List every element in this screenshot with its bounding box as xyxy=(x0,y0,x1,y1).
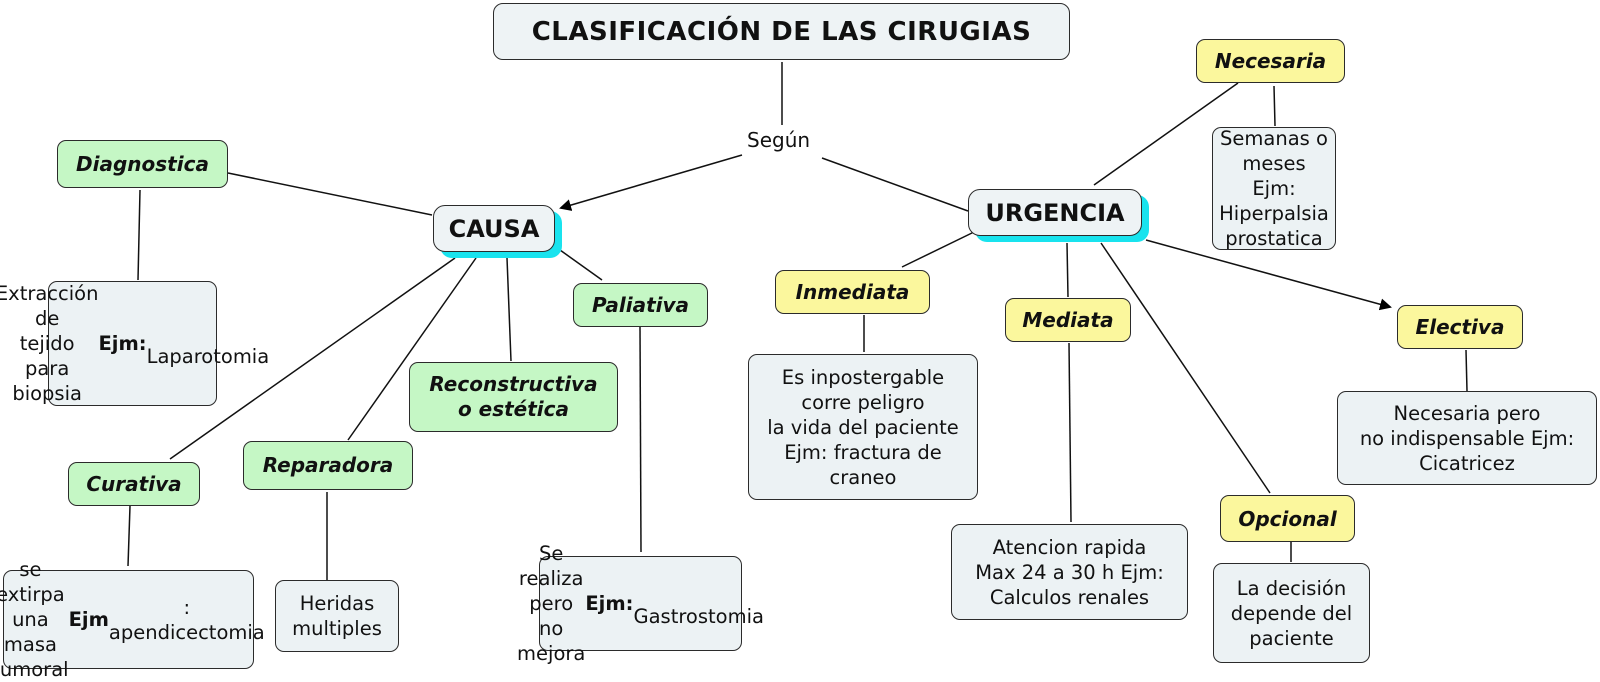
paliativa-desc: Se realiza pero no mejora Ejm: Gastrosto… xyxy=(517,542,764,665)
root-title: CLASIFICACIÓN DE LAS CIRUGIAS xyxy=(493,3,1070,60)
inmediata-desc: Es inpostergable corre peligro la vida d… xyxy=(748,354,978,500)
curativa-desc-example: : apendicectomia xyxy=(108,595,265,644)
opcional-node: Opcional xyxy=(1220,495,1355,542)
link-label-segun: Según xyxy=(743,128,815,152)
reparadora-desc: Heridas multiples xyxy=(275,580,399,652)
electiva-node: Electiva xyxy=(1397,305,1523,349)
diagnostica-desc: Extracción de tejido para biopsia Ejm: L… xyxy=(0,281,269,406)
necesaria-node: Necesaria xyxy=(1196,39,1345,83)
curativa-desc-text: se extirpa una masa tumoral xyxy=(0,558,69,681)
urgencia-node: URGENCIA xyxy=(968,189,1142,236)
causa-node: CAUSA xyxy=(433,205,555,252)
inmediata-node: Inmediata xyxy=(775,270,930,314)
diagnostica-node: Diagnostica xyxy=(57,140,228,188)
diagnostica-desc-ejm: Ejm: xyxy=(98,332,147,355)
mediata-desc: Atencion rapida Max 24 a 30 h Ejm: Calcu… xyxy=(951,524,1188,620)
electiva-desc: Necesaria pero no indispensable Ejm: Cic… xyxy=(1337,391,1597,485)
curativa-desc: se extirpa una masa tumoral Ejm: apendic… xyxy=(0,558,265,681)
curativa-node: Curativa xyxy=(68,462,200,506)
opcional-desc: La decisión depende del paciente xyxy=(1213,563,1370,663)
reparadora-node: Reparadora xyxy=(243,441,413,490)
paliativa-desc-text: Se realiza pero no mejora xyxy=(517,542,586,665)
reconstructiva-node: Reconstructiva o estética xyxy=(409,362,618,432)
curativa-desc-ejm: Ejm xyxy=(68,608,109,631)
necesaria-desc: Semanas o meses Ejm: Hiperpalsia prostat… xyxy=(1212,127,1336,250)
diagnostica-desc-text: Extracción de tejido para biopsia xyxy=(0,282,99,405)
paliativa-desc-example: Gastrostomia xyxy=(633,604,764,628)
paliativa-desc-ejm: Ejm: xyxy=(585,592,634,615)
diagnostica-desc-example: Laparotomia xyxy=(146,344,270,368)
paliativa-node: Paliativa xyxy=(573,283,708,327)
mediata-node: Mediata xyxy=(1005,298,1131,342)
